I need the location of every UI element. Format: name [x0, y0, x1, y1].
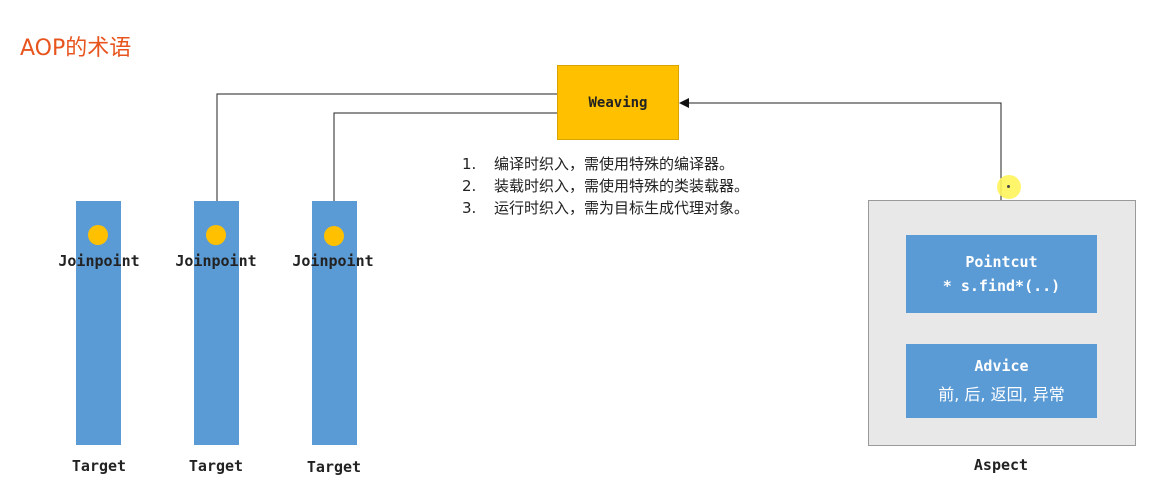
joinpoint-label-1: Joinpoint [58, 252, 140, 270]
advice-title: Advice [974, 357, 1029, 375]
target-label-3: Target [306, 458, 362, 476]
weaving-notes-list: 1.编译时织入，需使用特殊的编译器。 2.装载时织入，需使用特殊的类装载器。 3… [462, 153, 749, 219]
joinpoint-label-2: Joinpoint [175, 252, 257, 270]
weaving-to-target-2-arrow [212, 93, 557, 227]
weaving-to-target-3-arrow [329, 112, 557, 227]
joinpoint-label-3: Joinpoint [292, 252, 374, 270]
pointcut-expression: * s.find*(..) [942, 277, 1061, 295]
joinpoint-dot-3 [324, 226, 344, 246]
target-label-1: Target [71, 457, 127, 475]
list-item: 1.编译时织入，需使用特殊的编译器。 [462, 155, 735, 173]
list-item: 3.运行时织入，需为目标生成代理对象。 [462, 199, 750, 217]
weaving-box: Weaving [557, 65, 679, 140]
aspect-label: Aspect [973, 456, 1029, 474]
pointcut-box: Pointcut * s.find*(..) [906, 235, 1097, 313]
aspect-to-weaving-arrow [679, 98, 1002, 200]
aspect-box: Pointcut * s.find*(..) Advice 前, 后, 返回, … [868, 200, 1136, 446]
joinpoint-dot-2 [206, 225, 226, 245]
page-title: AOP的术语 [20, 36, 132, 61]
target-label-2: Target [188, 457, 244, 475]
weaving-label: Weaving [588, 94, 648, 111]
advice-kinds: 前, 后, 返回, 异常 [938, 385, 1065, 404]
pointer-highlight [997, 175, 1021, 199]
joinpoint-dot-1 [88, 225, 108, 245]
advice-box: Advice 前, 后, 返回, 异常 [906, 344, 1097, 418]
pointcut-title: Pointcut [965, 253, 1038, 271]
list-item: 2.装载时织入，需使用特殊的类装载器。 [462, 177, 750, 195]
